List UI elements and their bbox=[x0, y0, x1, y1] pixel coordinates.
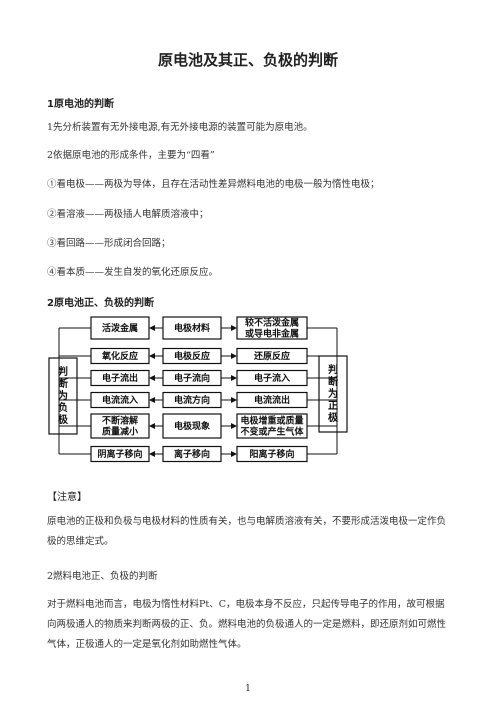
middle-cell-label: 电极现象 bbox=[174, 420, 210, 432]
page-number: 1 bbox=[245, 684, 251, 694]
section-heading-1: 1原电池的判断 bbox=[47, 99, 114, 110]
middle-cell-box bbox=[162, 413, 222, 439]
right-cell-label: 阳离子移向 bbox=[249, 448, 294, 460]
paragraph-1: 1先分析装置有无外接电源,有无外接电源的装置可能为原电池。 bbox=[47, 122, 313, 133]
section-heading-2: 2原电池正、负极的判断 bbox=[47, 298, 154, 309]
positive-judgement-box bbox=[318, 355, 348, 433]
list-item: ④看本质——发生自发的氧化还原反应。 bbox=[47, 267, 219, 278]
positive-judgement-label: 判断为正极 bbox=[328, 363, 339, 424]
left-cell-label: 阴离子移向 bbox=[97, 448, 142, 460]
negative-judgement-box bbox=[48, 357, 78, 435]
left-cell-label: 电流流入 bbox=[102, 394, 138, 406]
right-cell-label: 较不活泼金属或导电非金属 bbox=[245, 317, 299, 340]
middle-cell-label: 离子移向 bbox=[174, 448, 210, 460]
list-item: ②看溶液——两极插人电解质溶液中； bbox=[47, 209, 209, 220]
paragraph-2: 2依据原电池的形成条件，主要为“四看” bbox=[47, 150, 215, 161]
right-cell-box bbox=[236, 413, 308, 439]
right-cell-label: 电流流出 bbox=[254, 394, 290, 406]
middle-cell-label: 电极材料 bbox=[174, 322, 210, 334]
left-cell-box bbox=[90, 413, 150, 439]
right-cell-label: 电子流入 bbox=[254, 372, 290, 384]
left-cell-label: 氧化反应 bbox=[101, 350, 138, 362]
list-item: ①看电极——两极为导体，且存在活动性差异燃料电池的电极一般为惰性电极； bbox=[47, 179, 380, 190]
section-3-body: 对于燃料电池而言，电极为惰性材料Pt、C，电极本身不反应，只起传导电子的作用，故… bbox=[47, 599, 447, 650]
left-cell-label: 电子流出 bbox=[102, 372, 138, 384]
left-cell-label: 不断溶解质量减小 bbox=[102, 415, 138, 438]
section-heading-3: 2燃料电池正、负极的判断 bbox=[47, 571, 158, 582]
left-cell-label: 活泼金属 bbox=[102, 322, 138, 334]
right-cell-label: 电极增重或质量不变或产生气体 bbox=[240, 415, 304, 438]
middle-cell-label: 电子流向 bbox=[174, 372, 210, 384]
page-title: 原电池及其正、负极的判断 bbox=[157, 51, 338, 69]
middle-cell-label: 电极反应 bbox=[174, 350, 210, 362]
note-body: 原电池的正极和负极与电极材料的性质有关，也与电解质溶液有关，不要形成活泼电极一定… bbox=[47, 516, 447, 547]
list-item: ③看回路——形成闭合回路； bbox=[47, 238, 171, 249]
negative-judgement-label: 判断为负极 bbox=[58, 365, 69, 426]
right-cell-label: 还原反应 bbox=[253, 350, 290, 362]
note-heading: 【注意】 bbox=[47, 492, 87, 503]
middle-cell-label: 电流方向 bbox=[174, 394, 210, 406]
